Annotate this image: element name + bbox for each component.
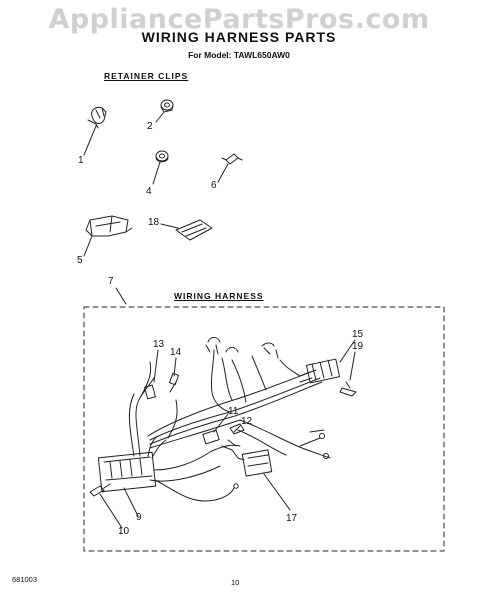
callout-18: 18 [148, 217, 160, 228]
callout-5: 5 [77, 255, 83, 266]
callout-7: 7 [108, 276, 114, 287]
model-label: For Model: TAWL650AW0 [188, 50, 290, 60]
page-title: WIRING HARNESS PARTS [141, 29, 337, 45]
doc-number: 681003 [12, 575, 38, 584]
callout-10: 10 [118, 526, 130, 537]
section-retainer-clips: RETAINER CLIPS [104, 71, 189, 81]
part-18-shield [175, 219, 213, 241]
callout-2: 2 [147, 121, 153, 132]
wiring-harness [89, 337, 357, 502]
part-1-clip [87, 107, 107, 129]
page-number: 10 [231, 578, 240, 587]
callout-4: 4 [146, 186, 152, 197]
part-6-pin [221, 153, 243, 165]
callout-12: 12 [241, 416, 253, 427]
part-2-grommet [160, 99, 174, 113]
part-5-clip [85, 215, 133, 237]
harness-frame [83, 306, 445, 552]
part-4-grommet [155, 150, 169, 163]
callout-1: 1 [78, 155, 84, 166]
callout-17: 17 [286, 513, 298, 524]
section-wiring-harness: WIRING HARNESS [174, 291, 264, 301]
callout-6: 6 [211, 180, 217, 191]
callout-13: 13 [153, 339, 165, 350]
callout-19: 19 [352, 341, 364, 352]
watermark: AppliancePartsPros.com [48, 4, 430, 35]
callout-11: 11 [228, 406, 239, 417]
callout-15: 15 [352, 329, 364, 340]
callout-9: 9 [136, 512, 142, 523]
callout-14: 14 [170, 347, 182, 358]
